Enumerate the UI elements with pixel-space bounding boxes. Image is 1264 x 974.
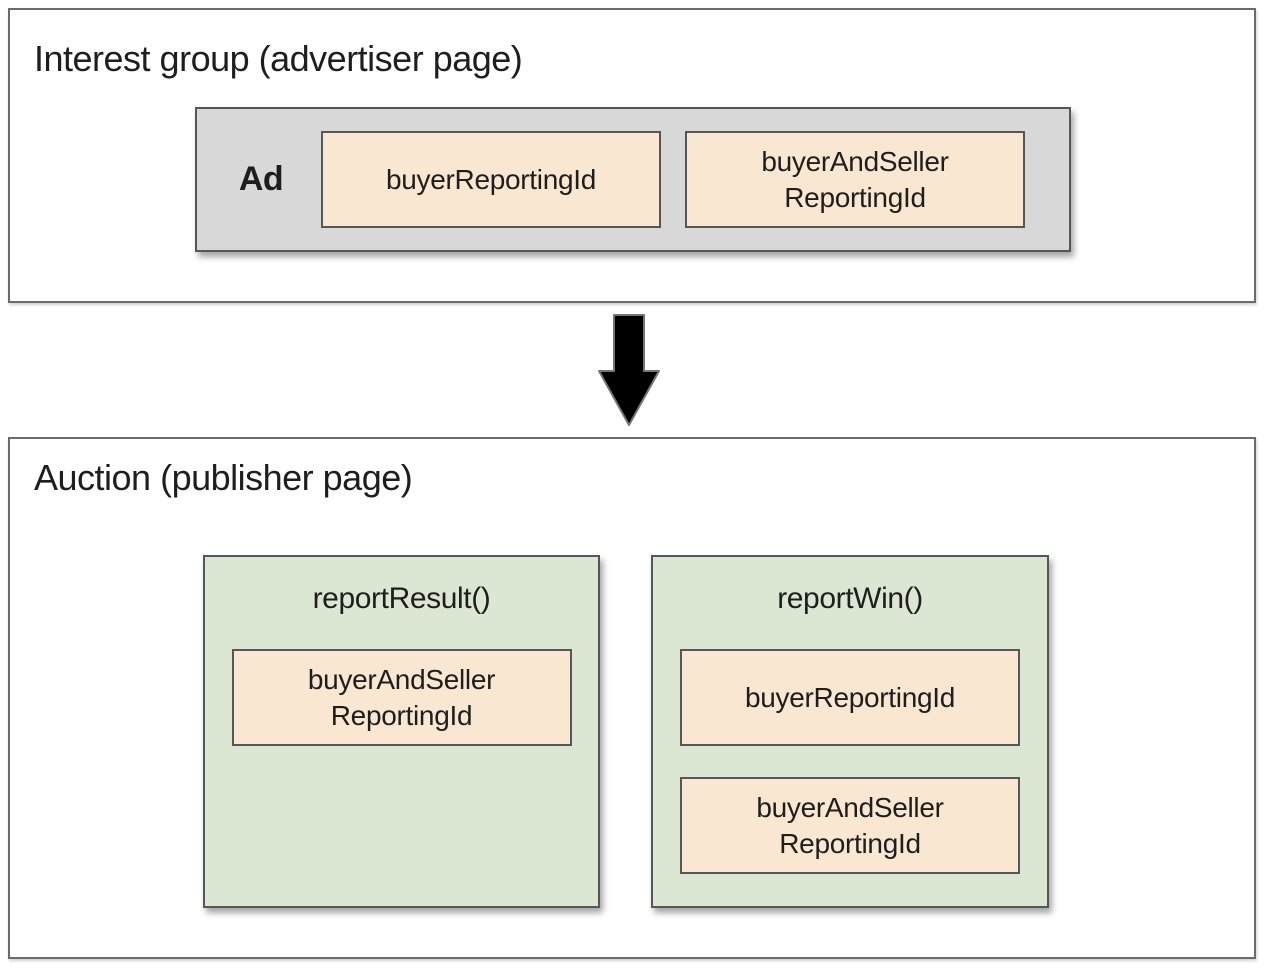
buyer-and-seller-reporting-id-label: buyerAndSeller ReportingId: [761, 146, 949, 213]
ad-box: Ad buyerReportingId buyerAndSeller Repor…: [195, 107, 1071, 252]
buyer-and-seller-reporting-id-box: buyerAndSeller ReportingId: [231, 649, 572, 746]
report-win-ids: buyerReportingId buyerAndSeller Reportin…: [680, 649, 1020, 874]
down-arrow-icon: [598, 314, 660, 426]
auction-panel: Auction (publisher page) reportResult() …: [8, 437, 1256, 959]
buyer-reporting-id-box: buyerReportingId: [680, 649, 1020, 746]
report-result-title: reportResult(): [312, 582, 491, 615]
buyer-and-seller-reporting-id-label: buyerAndSeller ReportingId: [307, 664, 496, 731]
report-win-box: reportWin() buyerReportingId buyerAndSel…: [651, 555, 1049, 908]
ad-label: Ad: [238, 160, 284, 198]
report-result-ids: buyerAndSeller ReportingId: [231, 649, 572, 746]
report-result-box: reportResult() buyerAndSeller ReportingI…: [203, 555, 600, 908]
report-win-title: reportWin(): [777, 582, 923, 615]
buyer-reporting-id-box: buyerReportingId: [321, 131, 661, 228]
interest-group-panel: Interest group (advertiser page) Ad buye…: [8, 8, 1256, 303]
buyer-reporting-id-label: buyerReportingId: [745, 681, 955, 713]
buyer-and-seller-reporting-id-label: buyerAndSeller ReportingId: [756, 792, 944, 859]
buyer-reporting-id-label: buyerReportingId: [386, 163, 596, 195]
buyer-and-seller-reporting-id-box: buyerAndSeller ReportingId: [680, 777, 1020, 874]
interest-group-title: Interest group (advertiser page): [34, 38, 523, 79]
buyer-and-seller-reporting-id-box: buyerAndSeller ReportingId: [685, 131, 1025, 228]
auction-title: Auction (publisher page): [34, 457, 413, 498]
